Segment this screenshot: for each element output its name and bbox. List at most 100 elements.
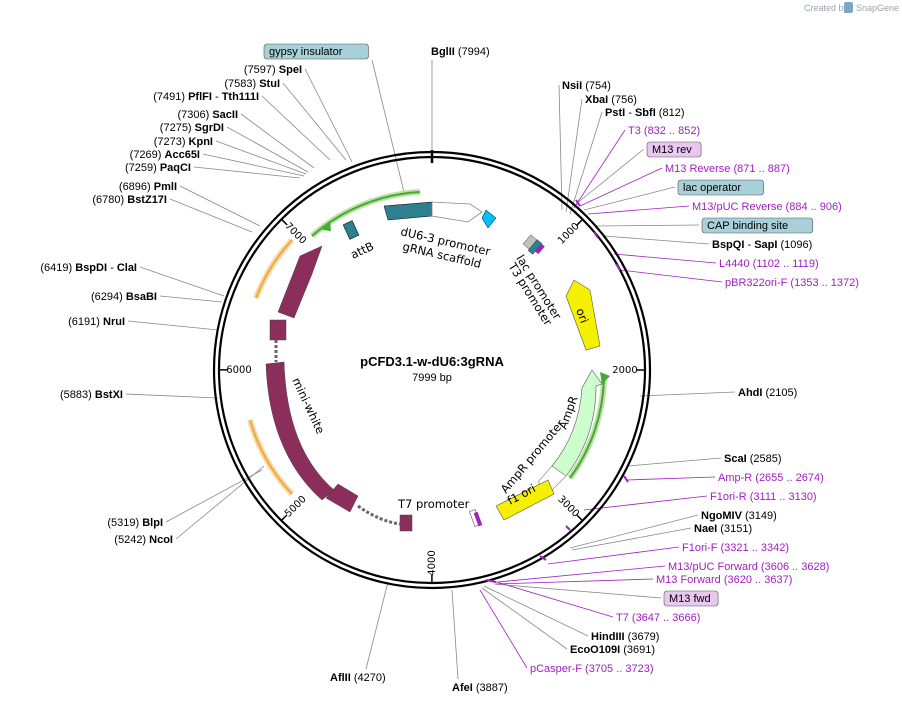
labels-left: (5319) BlpI (5242) NcoI (5883) BstXI (6191)… <box>40 64 302 546</box>
plasmid-name: pCFD3.1-w-dU6:3gRNA <box>360 354 504 369</box>
primer-site-marks <box>485 199 629 583</box>
primer-label: M13 Forward (3620 .. 3637) <box>656 574 792 586</box>
label-text: (6294) BsaBI <box>91 291 157 303</box>
feature-gypsy-arc-left-bottom <box>247 419 295 497</box>
feature-box-label: CAP binding site <box>701 217 814 234</box>
primer-label: F1ori-F (3321 .. 3342) <box>682 542 789 554</box>
label-text: (5242) NcoI <box>114 534 173 546</box>
feature-box-label: gypsy insulator <box>263 43 369 60</box>
enzyme-label: EcoO109I (3691) <box>570 644 655 656</box>
tick-label: 6000 <box>226 365 251 376</box>
box-label-text: gypsy insulator <box>269 46 343 58</box>
credit-brand: SnapGene <box>856 3 899 13</box>
box-label-text: M13 fwd <box>669 593 711 605</box>
feature-box-label: M13 fwd <box>663 590 719 607</box>
box-label-text: M13 rev <box>652 144 692 156</box>
primer-label: pBR322ori-F (1353 .. 1372) <box>725 277 859 289</box>
plasmid-length: 7999 bp <box>412 372 452 384</box>
label-text: AflII (4270) <box>330 672 386 684</box>
ori-label: ori <box>573 306 591 325</box>
label-text: Amp-R (2655 .. 2674) <box>718 472 824 484</box>
enzyme-label: (7491) PflFI - Tth111I <box>153 91 259 103</box>
label-text: BglII (7994) <box>431 46 490 58</box>
label-text: (7306) SacII <box>177 109 238 121</box>
label-text: (7259) PaqCI <box>125 162 191 174</box>
primer-leader-lines <box>479 129 723 669</box>
label-text: (6191) NruI <box>68 316 125 328</box>
enzyme-label: XbaI (756) <box>585 94 637 106</box>
primer-label: Amp-R (2655 .. 2674) <box>718 472 824 484</box>
label-text: XbaI (756) <box>585 94 637 106</box>
primer-label: F1ori-R (3111 .. 3130) <box>710 491 817 503</box>
label-text: T7 (3647 .. 3666) <box>616 612 700 624</box>
box-label-text: lac operator <box>683 182 741 194</box>
box-label-text: CAP binding site <box>707 220 788 232</box>
tick-mark <box>576 218 584 226</box>
labels-bottom: AfeI (3887) AflII (4270) <box>330 672 508 694</box>
enzyme-label: BspQI - SapI (1096) <box>712 239 812 251</box>
enzyme-label: NsiI (754) <box>562 80 611 92</box>
enzyme-label: NaeI (3151) <box>694 523 752 535</box>
feature-box-label: M13 rev <box>646 141 702 158</box>
label-text: (5883) BstXI <box>60 389 123 401</box>
label-text: PstI - SbfI (812) <box>605 107 685 119</box>
enzyme-label: AfeI (3887) <box>452 682 508 694</box>
enzyme-label: (5883) BstXI <box>60 389 123 401</box>
feature-attb <box>342 220 360 240</box>
label-text: (7583) StuI <box>224 78 280 90</box>
credit-text: Created by <box>804 3 849 13</box>
enzyme-label: ScaI (2585) <box>724 453 782 465</box>
tick-mark <box>576 514 584 522</box>
label-text: F1ori-F (3321 .. 3342) <box>682 542 789 554</box>
t7-promoter-label: T7 promoter <box>397 497 470 511</box>
leader-lines <box>125 59 736 680</box>
label-text: (7269) Acc65I <box>130 149 200 161</box>
label-text: EcoO109I (3691) <box>570 644 655 656</box>
enzyme-label: (7306) SacII <box>177 109 238 121</box>
feature-gypsy-arc-top <box>310 189 421 239</box>
enzyme-label: AhdI (2105) <box>738 387 797 399</box>
label-text: BspQI - SapI (1096) <box>712 239 812 251</box>
label-text: L4440 (1102 .. 1119) <box>719 258 819 270</box>
feature-box-label: lac operator <box>677 179 764 196</box>
feature-t7-region <box>469 509 483 527</box>
primer-label: pCasper-F (3705 .. 3723) <box>530 663 654 675</box>
primer-label: L4440 (1102 .. 1119) <box>719 258 819 270</box>
tick-mark <box>280 218 288 226</box>
enzyme-label: (7275) SgrDI <box>160 122 224 134</box>
label-text: NsiI (754) <box>562 80 611 92</box>
primer-label: M13/pUC Forward (3606 .. 3628) <box>668 561 829 573</box>
enzyme-label: (6294) BsaBI <box>91 291 157 303</box>
label-text: (5319) BlpI <box>107 517 163 529</box>
feature-lac-region <box>522 234 545 255</box>
label-text: (6780) BstZ17I <box>92 194 167 206</box>
enzyme-label: (6419) BspDI - ClaI <box>40 262 137 274</box>
primer-label: M13/pUC Reverse (884 .. 906) <box>692 201 842 213</box>
label-text: M13 Forward (3620 .. 3637) <box>656 574 792 586</box>
feature-mini-white <box>265 245 413 532</box>
label-text: pBR322ori-F (1353 .. 1372) <box>725 277 859 289</box>
enzyme-label: (5319) BlpI <box>107 517 163 529</box>
tick-label: 4000 <box>427 550 438 575</box>
label-text: pCasper-F (3705 .. 3723) <box>530 663 654 675</box>
primer-label: T3 (832 .. 852) <box>628 125 700 137</box>
label-text: (6896) PmlI <box>119 181 177 193</box>
label-text: NaeI (3151) <box>694 523 752 535</box>
label-text: F1ori-R (3111 .. 3130) <box>710 491 817 503</box>
tick-mark <box>280 514 288 522</box>
attb-label: attB <box>348 239 376 262</box>
enzyme-label: (6191) NruI <box>68 316 125 328</box>
label-text: (7275) SgrDI <box>160 122 224 134</box>
label-text: M13/pUC Reverse (884 .. 906) <box>692 201 842 213</box>
label-text: M13 Reverse (871 .. 887) <box>665 163 790 175</box>
label-text: M13/pUC Forward (3606 .. 3628) <box>668 561 829 573</box>
primer-label: M13 Reverse (871 .. 887) <box>665 163 790 175</box>
feature-du6-promoter <box>383 201 497 229</box>
label-text: HindIII (3679) <box>591 631 659 643</box>
enzyme-label: (7583) StuI <box>224 78 280 90</box>
labels-right: NsiI (754) XbaI (756)PstI - SbfI (812) T3 … <box>530 80 859 675</box>
feature-green-arc-right <box>567 372 610 480</box>
label-text: AhdI (2105) <box>738 387 797 399</box>
enzyme-label: BglII (7994) <box>431 46 490 58</box>
